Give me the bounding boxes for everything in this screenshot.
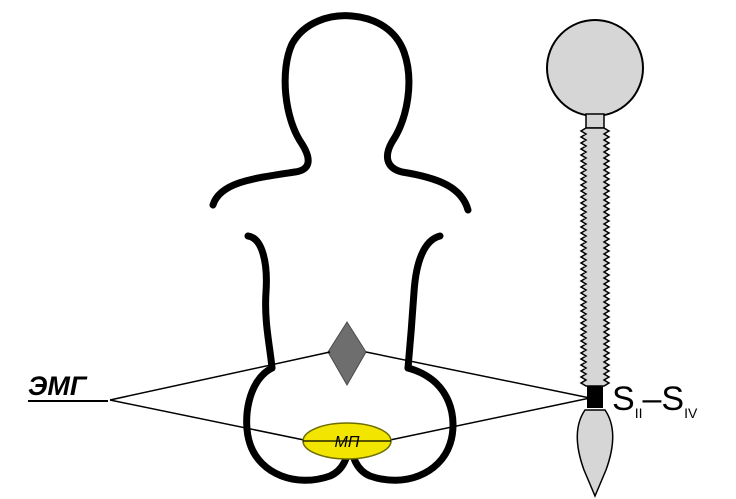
- emg-label: ЭМГ: [28, 371, 88, 401]
- spine-column: [581, 128, 609, 386]
- segment-start-sub: II: [635, 405, 643, 421]
- emg-line-top: [110, 352, 330, 400]
- body-right-side: [408, 236, 440, 368]
- spine-tail-cone: [577, 410, 612, 496]
- segment-label: SII–SIV: [612, 380, 698, 421]
- body-left-side: [248, 236, 272, 368]
- emg-line-bottom: [110, 400, 304, 440]
- segment-end: S: [661, 380, 684, 418]
- mp-label: МП: [335, 434, 360, 451]
- segment-end-sub: IV: [684, 405, 698, 421]
- segment-dash: –: [642, 380, 661, 418]
- spine-line-bottom: [390, 398, 590, 440]
- spine-sacral-segment-marker: [587, 386, 603, 408]
- spine-brain-circle: [547, 20, 643, 116]
- body-head-shoulders: [213, 16, 468, 210]
- spine-neck: [586, 114, 604, 128]
- spine-line-top: [366, 352, 590, 398]
- diamond-marker: [328, 322, 366, 385]
- segment-start: S: [612, 380, 635, 418]
